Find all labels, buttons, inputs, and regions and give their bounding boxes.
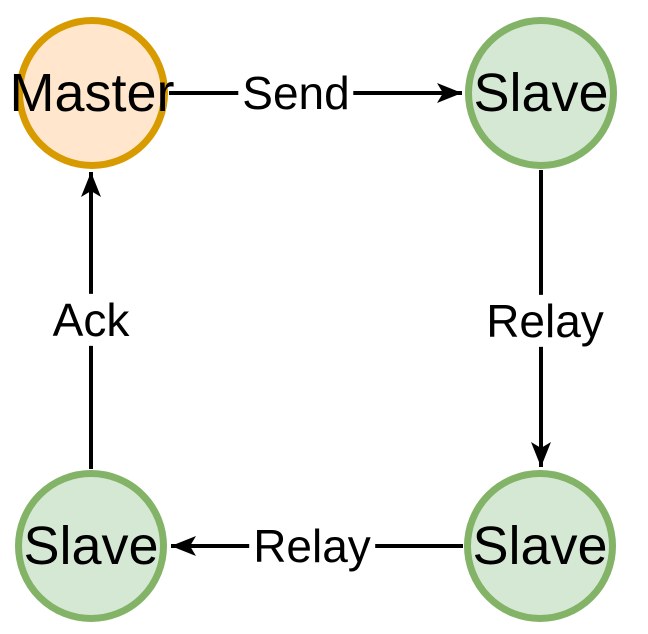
node-slave-bottom-right: Slave xyxy=(464,470,616,622)
node-master-label: Master xyxy=(9,63,175,123)
node-master: Master xyxy=(9,17,175,169)
edge-label-relay-right: Relay xyxy=(482,294,608,348)
node-slave-top-right-label: Slave xyxy=(473,63,609,123)
node-slave-bottom-left: Slave xyxy=(15,470,167,622)
edge-label-ack: Ack xyxy=(48,293,134,347)
edge-label-send: Send xyxy=(238,66,354,120)
node-slave-bottom-left-label: Slave xyxy=(23,516,159,576)
node-slave-top-right: Slave xyxy=(465,17,617,169)
edge-label-relay-bottom: Relay xyxy=(249,519,375,573)
node-slave-bottom-right-label: Slave xyxy=(472,516,608,576)
